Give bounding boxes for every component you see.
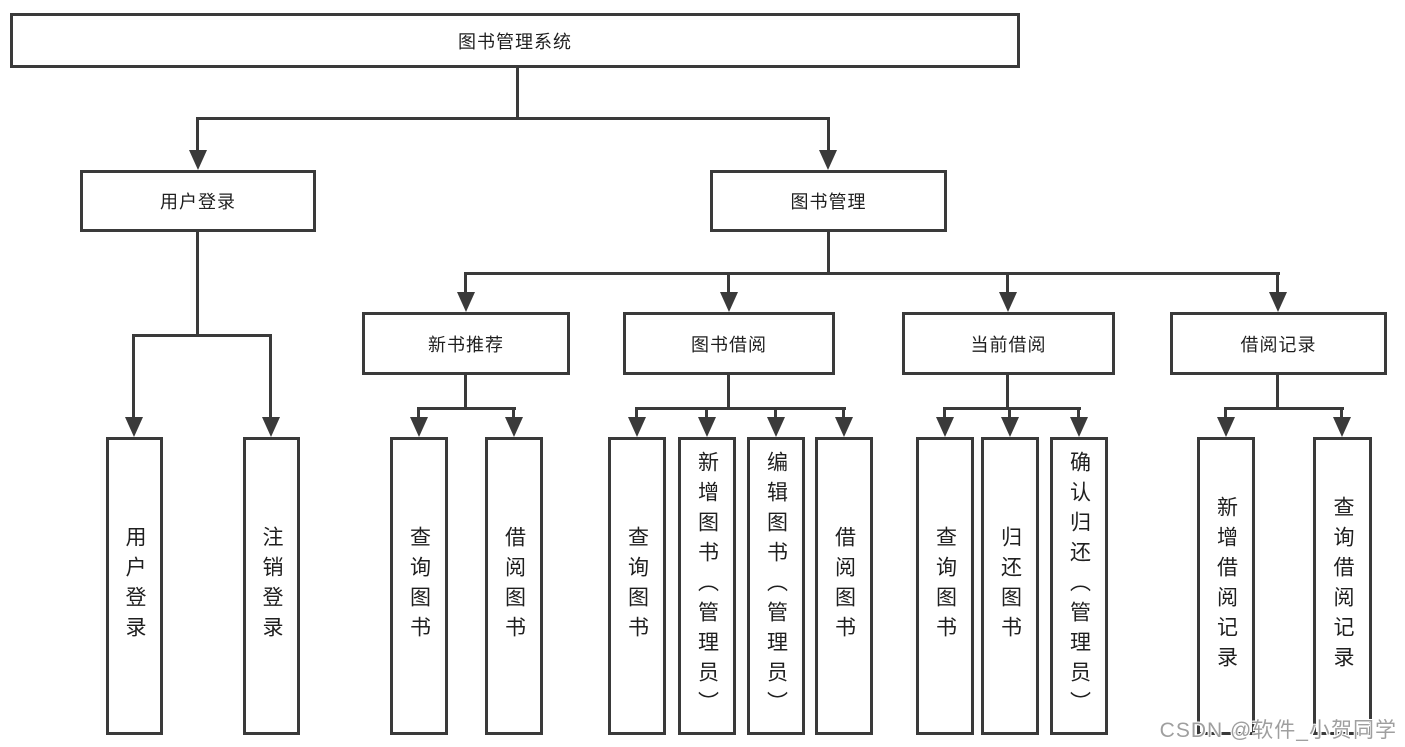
node-book-management-label: 图书管理 <box>790 192 867 212</box>
arrow-down-icon <box>835 417 853 437</box>
csdn-watermark: CSDN @软件_小贺同学 <box>1159 719 1397 742</box>
leaf-current-query-books: 查询图书 <box>916 437 974 735</box>
leaf-current-query-books-label: 查询图书 <box>933 526 957 646</box>
leaf-recommend-borrow-books: 借阅图书 <box>485 437 543 735</box>
arrow-down-icon <box>819 150 837 170</box>
arrow-down-icon <box>189 150 207 170</box>
node-book-borrowing-label: 图书借阅 <box>691 334 767 355</box>
arrow-down-icon <box>125 417 143 437</box>
arrow-down-icon <box>1070 417 1088 437</box>
arrow-down-icon <box>698 417 716 437</box>
connector-line <box>827 232 830 275</box>
node-borrowing-records-label: 借阅记录 <box>1240 334 1317 355</box>
leaf-borrowing-edit-books-admin-label: 编辑图书（管理员） <box>764 451 788 721</box>
arrow-down-icon <box>505 417 523 437</box>
leaf-records-add-record-label: 新增借阅记录 <box>1214 496 1238 676</box>
connector-line <box>1006 272 1009 296</box>
leaf-current-return-books-label: 归还图书 <box>998 526 1022 646</box>
connector-line <box>635 407 638 421</box>
connector-line <box>774 407 777 421</box>
connector-line <box>196 117 830 120</box>
node-user-login-label: 用户登录 <box>160 192 236 212</box>
leaf-current-return-books: 归还图书 <box>981 437 1039 735</box>
leaf-borrowing-query-books-label: 查询图书 <box>625 526 649 646</box>
connector-line <box>705 407 708 421</box>
arrow-down-icon <box>410 417 428 437</box>
leaf-user-login-label: 用户登录 <box>123 526 146 646</box>
leaf-records-query-record: 查询借阅记录 <box>1313 437 1372 735</box>
connector-line <box>1006 375 1009 410</box>
connector-line <box>417 407 420 421</box>
connector-line <box>727 272 730 296</box>
connector-line <box>196 232 199 337</box>
leaf-records-add-record: 新增借阅记录 <box>1197 437 1255 735</box>
leaf-current-confirm-return-admin: 确认归还（管理员） <box>1050 437 1108 735</box>
leaf-recommend-borrow-books-label: 借阅图书 <box>502 526 526 646</box>
leaf-recommend-query-books: 查询图书 <box>390 437 448 735</box>
arrow-down-icon <box>767 417 785 437</box>
node-book-management: 图书管理 <box>710 170 947 232</box>
connector-line <box>132 334 135 420</box>
connector-line <box>512 407 515 421</box>
arrow-down-icon <box>999 292 1017 312</box>
node-new-book-recommend: 新书推荐 <box>362 312 570 375</box>
connector-line <box>464 272 1280 275</box>
connector-line <box>727 375 730 410</box>
leaf-borrowing-borrow-books: 借阅图书 <box>815 437 873 735</box>
leaf-borrowing-query-books: 查询图书 <box>608 437 666 735</box>
arrow-down-icon <box>628 417 646 437</box>
leaf-borrowing-add-books-admin-label: 新增图书（管理员） <box>695 451 719 721</box>
connector-line <box>464 272 467 296</box>
leaf-borrowing-add-books-admin: 新增图书（管理员） <box>678 437 736 735</box>
arrow-down-icon <box>1333 417 1351 437</box>
leaf-current-confirm-return-admin-label: 确认归还（管理员） <box>1067 451 1091 721</box>
leaf-logout-label: 注销登录 <box>260 526 283 646</box>
arrow-down-icon <box>1001 417 1019 437</box>
leaf-records-query-record-label: 查询借阅记录 <box>1331 496 1354 676</box>
connector-line <box>269 334 272 420</box>
arrow-down-icon <box>1217 417 1235 437</box>
arrow-down-icon <box>720 292 738 312</box>
connector-line <box>132 334 272 337</box>
connector-line <box>943 407 946 421</box>
leaf-user-login: 用户登录 <box>106 437 163 735</box>
connector-line <box>516 68 519 118</box>
node-current-borrowing-label: 当前借阅 <box>970 334 1047 355</box>
arrow-down-icon <box>936 417 954 437</box>
node-borrowing-records: 借阅记录 <box>1170 312 1387 375</box>
leaf-recommend-query-books-label: 查询图书 <box>407 526 431 646</box>
node-new-book-recommend-label: 新书推荐 <box>428 334 504 355</box>
connector-line <box>1077 407 1080 421</box>
leaf-logout: 注销登录 <box>243 437 300 735</box>
connector-line <box>1008 407 1011 421</box>
leaf-borrowing-edit-books-admin: 编辑图书（管理员） <box>747 437 805 735</box>
leaf-borrowing-borrow-books-label: 借阅图书 <box>832 526 856 646</box>
connector-line <box>196 117 199 153</box>
node-user-login: 用户登录 <box>80 170 316 232</box>
node-book-borrowing: 图书借阅 <box>623 312 835 375</box>
connector-line <box>827 117 830 153</box>
connector-line <box>635 407 846 410</box>
connector-line <box>842 407 845 421</box>
connector-line <box>464 375 467 410</box>
node-library-system-label: 图书管理系统 <box>458 31 572 52</box>
connector-line <box>1340 407 1343 421</box>
arrow-down-icon <box>1269 292 1287 312</box>
connector-line <box>1276 272 1279 296</box>
connector-line <box>943 407 1081 410</box>
connector-line <box>1276 375 1279 410</box>
connector-line <box>1224 407 1344 410</box>
connector-line <box>417 407 516 410</box>
node-library-system: 图书管理系统 <box>10 13 1020 68</box>
node-current-borrowing: 当前借阅 <box>902 312 1115 375</box>
connector-line <box>1224 407 1227 421</box>
arrow-down-icon <box>457 292 475 312</box>
arrow-down-icon <box>262 417 280 437</box>
